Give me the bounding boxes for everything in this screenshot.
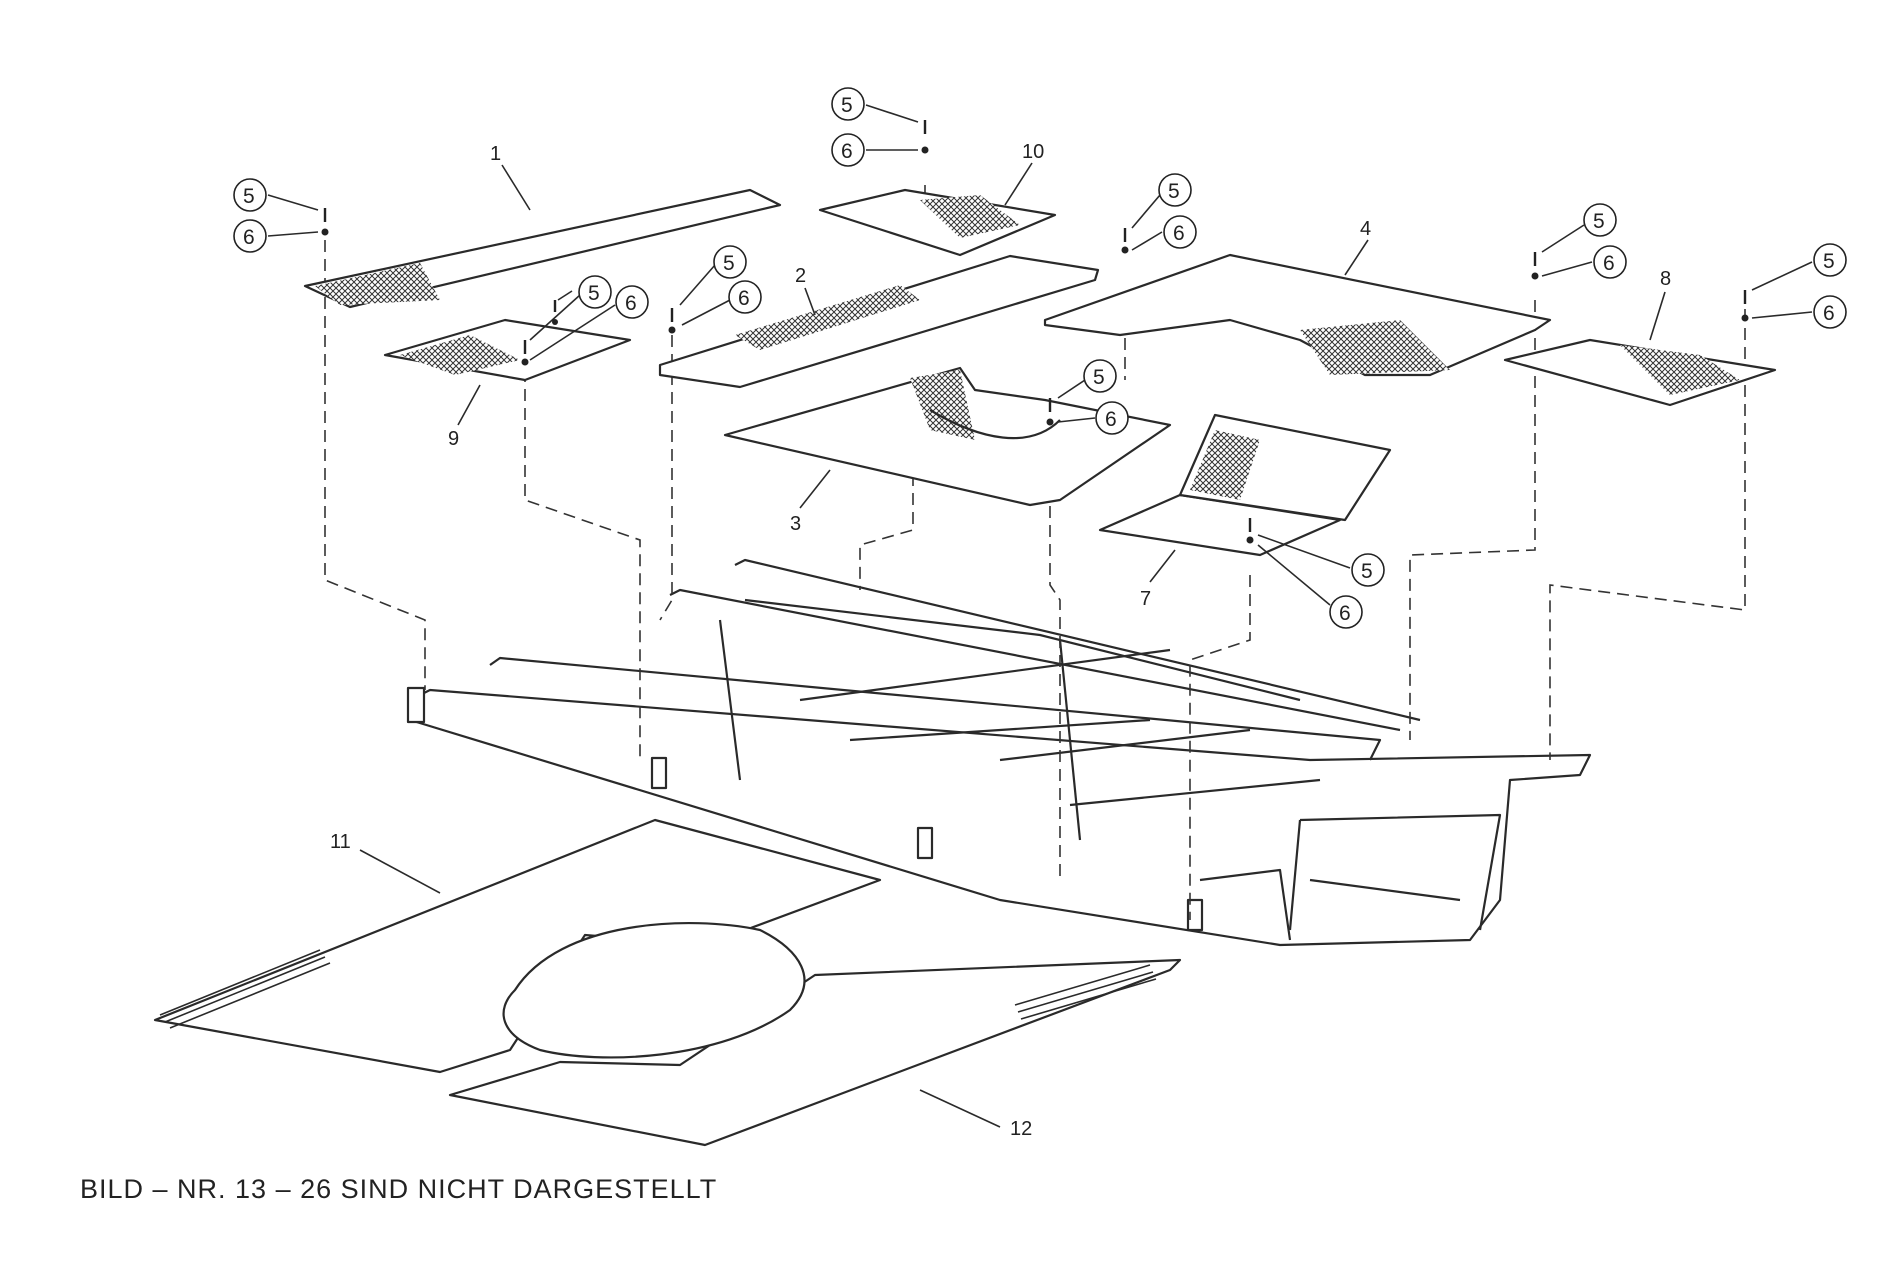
part-label-3: 3 xyxy=(790,513,801,535)
part-label-7: 7 xyxy=(1140,588,1151,610)
part-label-9: 9 xyxy=(448,428,459,450)
callout-screw: 5 xyxy=(1093,366,1105,389)
callout-screw: 5 xyxy=(1593,210,1605,233)
callout-screw: 5 xyxy=(1361,560,1373,583)
callout-washer: 6 xyxy=(1173,222,1185,245)
callout-washer: 6 xyxy=(1823,302,1835,325)
callout-screw: 5 xyxy=(1823,250,1835,273)
cover-plate-8 xyxy=(1503,338,1777,407)
callout-washer: 6 xyxy=(841,140,853,163)
callout-screw: 5 xyxy=(723,252,735,275)
cover-plate-4 xyxy=(1043,253,1552,377)
callout-screw: 5 xyxy=(1168,180,1180,203)
callout-washer: 6 xyxy=(625,292,637,315)
callout-washer: 6 xyxy=(1339,602,1351,625)
part-label-11: 11 xyxy=(330,831,351,853)
part-labels: 1 2 3 4 7 8 9 10 11 12 xyxy=(330,141,1671,1140)
part-label-12: 12 xyxy=(1010,1118,1032,1140)
part-label-1: 1 xyxy=(490,143,501,165)
callout-screw: 5 xyxy=(841,94,853,117)
part-label-8: 8 xyxy=(1660,268,1671,290)
callout-screw: 5 xyxy=(243,185,255,208)
floor-panel-11-12 xyxy=(153,818,1182,1147)
cover-plate-7 xyxy=(1098,413,1392,557)
part-label-2: 2 xyxy=(795,265,806,287)
fastener-callouts: 5 6 5 6 5 6 5 6 5 xyxy=(233,87,1847,629)
diagram-caption: BILD – NR. 13 – 26 SIND NICHT DARGESTELL… xyxy=(80,1174,717,1204)
part-label-10: 10 xyxy=(1022,141,1044,163)
cover-plate-9 xyxy=(383,318,632,382)
base-frame xyxy=(406,558,1592,947)
callout-screw: 5 xyxy=(588,282,600,305)
cover-plate-2 xyxy=(658,254,1100,389)
alignment-lines xyxy=(324,185,1746,920)
cover-plate-1 xyxy=(303,188,782,309)
callout-washer: 6 xyxy=(1603,252,1615,275)
callout-washer: 6 xyxy=(243,226,255,249)
part-label-4: 4 xyxy=(1360,218,1371,240)
cover-plate-10 xyxy=(818,188,1057,257)
callout-washer: 6 xyxy=(738,287,750,310)
callout-washer: 6 xyxy=(1105,408,1117,431)
